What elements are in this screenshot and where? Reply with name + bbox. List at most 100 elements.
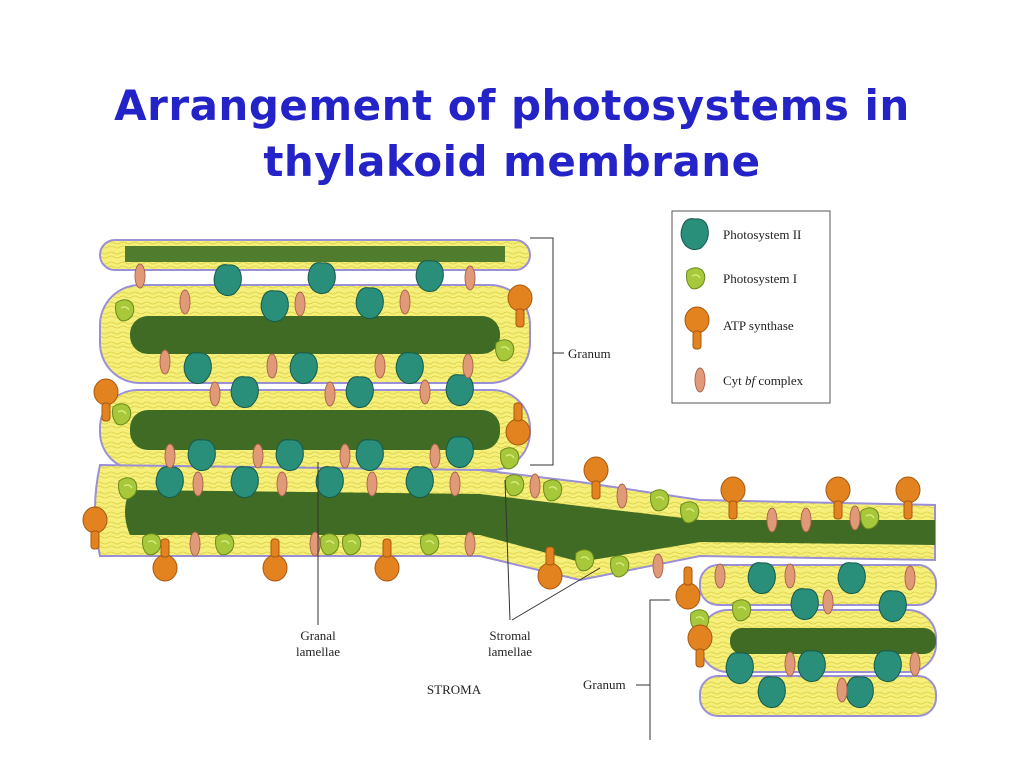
photosystem-ii-icon <box>355 287 384 320</box>
photosystem-i-icon <box>859 506 880 530</box>
granum-bottom-bracket <box>649 599 670 740</box>
legend-label-atp-synthase: ATP synthase <box>723 318 794 333</box>
cyt-bf-complex-icon <box>904 565 916 591</box>
photosystem-ii-icon <box>790 588 819 621</box>
stromal-lamellae-leader-2 <box>511 567 601 621</box>
photosystem-ii-icon <box>445 436 474 469</box>
photosystem-ii-icon <box>837 562 866 595</box>
cyt-bf-complex-icon <box>366 471 378 497</box>
slide-title: Arrangement of photosystems in thylakoid… <box>0 78 1024 190</box>
stromal-lamellae-label-line2: lamellae <box>488 644 532 659</box>
cyt-bf-complex-icon <box>694 367 706 393</box>
cyt-bf-complex-icon <box>294 291 306 317</box>
photosystem-i-icon <box>609 554 630 578</box>
photosystem-ii-icon <box>260 290 289 323</box>
cyt-bf-complex-icon <box>324 381 336 407</box>
cyt-bf-complex-icon <box>800 507 812 533</box>
photosystem-i-icon <box>111 402 132 426</box>
photosystem-i-icon <box>341 532 362 556</box>
cyt-bf-complex-icon <box>849 505 861 531</box>
cyt-bf-complex-icon <box>164 443 176 469</box>
cyt-bf-complex-icon <box>836 677 848 703</box>
photosystem-i-icon <box>679 500 700 524</box>
photosystem-i-icon <box>141 532 162 556</box>
photosystem-ii-icon <box>230 466 259 499</box>
granum-stack-right <box>699 564 937 717</box>
photosystem-i-icon <box>499 446 520 470</box>
photosystem-ii-icon <box>680 218 709 251</box>
photosystem-i-icon <box>117 476 138 500</box>
photosystem-ii-icon <box>797 650 826 683</box>
cyt-bf-complex-icon <box>192 471 204 497</box>
legend: Photosystem II Photosystem I ATP synthas… <box>671 210 831 404</box>
cyt-bf-complex-icon <box>276 471 288 497</box>
photosystem-ii-icon <box>155 466 184 499</box>
cyt-bf-complex-icon <box>374 353 386 379</box>
photosystem-i-icon <box>685 266 706 290</box>
legend-item-photosystem-ii: Photosystem II <box>680 218 801 251</box>
photosystem-ii-icon <box>415 260 444 293</box>
photosystem-ii-icon <box>395 352 424 385</box>
stromal-lamellae-leader-1 <box>504 479 511 621</box>
photosystem-i-icon <box>214 532 235 556</box>
photosystem-i-icon <box>494 338 515 362</box>
photosystem-ii-icon <box>307 262 336 295</box>
cyt-bf-complex-icon <box>464 531 476 557</box>
photosystem-i-icon <box>731 598 752 622</box>
cyt-bf-complex-icon <box>159 349 171 375</box>
cyt-bf-complex-icon <box>266 353 278 379</box>
photosystem-ii-icon <box>757 676 786 709</box>
stromal-lamellae-label-line1: Stromal <box>489 628 531 643</box>
cyt-bf-complex-icon <box>766 507 778 533</box>
photosystem-ii-icon <box>725 652 754 685</box>
photosystem-ii-icon <box>230 376 259 409</box>
title-line-2: thylakoid membrane <box>263 137 761 186</box>
cyt-bf-complex-icon <box>652 553 664 579</box>
photosystem-i-icon <box>504 473 525 497</box>
photosystem-i-icon <box>649 488 670 512</box>
granum-top-bracket <box>530 237 554 466</box>
cyt-bf-complex-icon <box>822 589 834 615</box>
stromal-lamella-membrane <box>94 463 936 582</box>
cyt-bf-complex-icon <box>616 483 628 509</box>
photosystem-ii-icon <box>345 376 374 409</box>
cyt-bf-complex-icon <box>209 381 221 407</box>
cyt-bf-complex-icon <box>529 473 541 499</box>
photosystem-ii-icon <box>747 562 776 595</box>
title-line-1: Arrangement of photosystems in <box>114 81 910 130</box>
granal-lamellae-label-line2: lamellae <box>296 644 340 659</box>
cyt-bf-complex-icon <box>429 443 441 469</box>
photosystem-i-icon <box>114 298 135 322</box>
photosystem-ii-icon <box>405 466 434 499</box>
photosystem-i-icon <box>319 532 340 556</box>
cyt-bf-complex-icon <box>714 563 726 589</box>
cyt-bf-complex-icon <box>252 443 264 469</box>
photosystem-i-icon <box>542 478 563 502</box>
legend-item-atp-synthase: ATP synthase <box>684 306 794 350</box>
cyt-bf-complex-icon <box>909 651 921 677</box>
photosystem-ii-icon <box>315 466 344 499</box>
photosystem-ii-icon <box>213 264 242 297</box>
stroma-label: STROMA <box>427 682 482 697</box>
photosystem-i-icon <box>419 532 440 556</box>
legend-item-cyt-bf-complex: Cyt bf complex <box>694 367 804 393</box>
legend-label-photosystem-i: Photosystem I <box>723 271 797 286</box>
photosystem-ii-icon <box>187 439 216 472</box>
cyt-bf-complex-icon <box>179 289 191 315</box>
photosystem-i-icon <box>574 548 595 572</box>
cyt-bf-complex-icon <box>449 471 461 497</box>
atp-synthase-icon <box>675 566 701 610</box>
legend-label-photosystem-ii: Photosystem II <box>723 227 801 242</box>
cyt-bf-complex-icon <box>462 353 474 379</box>
cyt-bf-complex-icon <box>134 263 146 289</box>
photosystem-ii-icon <box>275 439 304 472</box>
photosystem-ii-icon <box>289 352 318 385</box>
cyt-bf-complex-icon <box>339 443 351 469</box>
photosystem-ii-icon <box>873 650 902 683</box>
legend-label-cyt-bf-complex: Cyt bf complex <box>723 373 804 388</box>
cyt-bf-complex-icon <box>399 289 411 315</box>
granum-top-label: Granum <box>568 346 611 361</box>
photosystem-ii-icon <box>845 676 874 709</box>
granal-lamellae-label-line1: Granal <box>300 628 336 643</box>
